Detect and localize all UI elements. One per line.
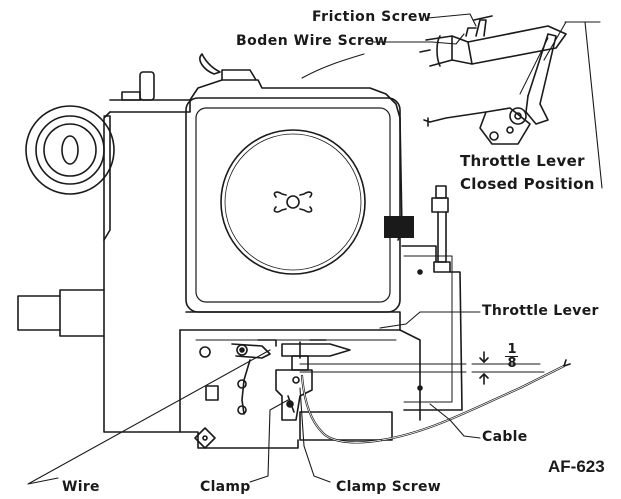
inset-detail xyxy=(419,15,567,145)
throttle-linkage xyxy=(231,339,571,444)
leader-lines xyxy=(27,13,603,485)
engine-body xyxy=(17,53,463,449)
throttle-lever-closed-label-line1: Throttle Lever xyxy=(460,152,585,170)
wire-label: Wire xyxy=(62,479,100,495)
dimension-fraction-bar xyxy=(505,356,518,357)
clamp-label: Clamp xyxy=(200,479,251,495)
dimension-denominator: 8 xyxy=(507,356,517,371)
throttle-lever-label: Throttle Lever xyxy=(482,303,599,319)
figure-id-label: AF-623 xyxy=(548,457,605,476)
clamp-screw-label: Clamp Screw xyxy=(336,479,442,495)
dimension-marker xyxy=(479,351,489,385)
cable-label: Cable xyxy=(482,429,528,445)
dimension-numerator: 1 xyxy=(507,342,517,357)
throttle-lever-closed-label-line2: Closed Position xyxy=(460,175,595,193)
friction-screw-label: Friction Screw xyxy=(312,9,432,25)
boden-wire-screw-label: Boden Wire Screw xyxy=(236,33,388,49)
